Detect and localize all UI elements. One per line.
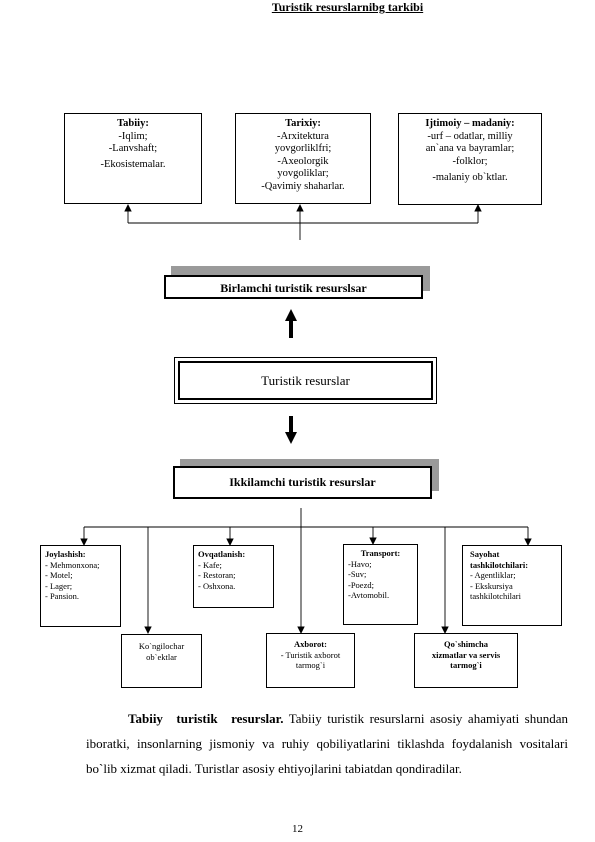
axborot-line: tarmog`i [295,660,326,670]
ijtimoiy-line: -urf – odatlar, milliy [427,130,513,142]
box-ijtimoiy: Ijtimoiy – madaniy: -urf – odatlar, mill… [398,113,542,205]
box-ovqatlanish: Ovqatlanish: - Kafe; - Restoran; - Oshxo… [193,545,274,608]
box-birlamchi: Birlamchi turistik resurslsar [164,275,423,299]
box-tarixiy: Tarixiy: -Arxitektura yovgorliklfri; -Ax… [235,113,371,204]
diagram-title: Turistik resurslarnibg tarkibi [271,0,424,14]
box-axborot: Axborot: - Turistik axborot tarmog`i [266,633,355,688]
tarixiy-line: yovgoliklar; [277,168,329,179]
transport-line: -Avtomobil. [348,590,390,600]
sayohat-heading: Sayohat tashkilotchilari: [470,549,529,570]
ovqatlanish-line: - Kafe; [198,559,222,570]
birlamchi-label: Birlamchi turistik resurslsar [220,281,367,295]
box-qoshimcha: Qo`shimcha xizmatlar va servis tarmog`i [414,633,518,688]
box-kongilochar: Ko`ngilochar ob`ektlar [121,634,202,688]
joylashish-heading: Joylashish: [45,549,86,559]
tabiiy-line: -Lanvshaft; [108,143,158,154]
ovqatlanish-heading: Ovqatlanish: [198,549,246,559]
paragraph-text: Tabiiy turistik resurslarni asosiy ahami… [86,711,568,776]
tarixiy-line: yovgorliklfri; [274,143,332,154]
turistik-resurslar-label: Turistik resurslar [261,372,350,388]
joylashish-line: - Mehmonxona; [45,559,100,570]
sayohat-line: - Ekskursiya [470,580,513,591]
transport-line: -Poezd; [348,579,374,590]
axborot-heading: Axborot: [294,639,327,649]
tabiiy-heading: Tabiiy: [117,118,149,129]
ikkilamchi-label: Ikkilamchi turistik resurslar [229,475,376,489]
qoshimcha-line: Qo`shimcha [444,639,488,649]
box-ikkilamchi: Ikkilamchi turistik resurslar [173,466,432,499]
joylashish-line: - Motel; [45,570,73,580]
joylashish-line: - Pansion. [45,591,79,601]
sayohat-line: - Agentliklar; [470,570,516,580]
body-paragraph: Tabiiy turistik resurslar. Tabiiy turist… [86,706,568,781]
kongilochar-line: ob`ektlar [146,651,177,662]
box-transport: Transport: -Havo; -Suv; -Poezd; -Avtomob… [343,544,418,625]
ijtimoiy-line: -folklor; [452,155,488,167]
qoshimcha-line: xizmatlar va servis [431,649,501,660]
page-number: 12 [292,823,303,835]
tarixiy-heading: Tarixiy: [285,118,321,129]
qoshimcha-line: tarmog`i [450,660,482,670]
tarixiy-line: -Axeolorgik [277,155,329,167]
sayohat-line: tashkilotchilari [470,591,521,601]
transport-line: -Havo; [348,558,372,569]
tabiiy-line: -Iqlim; [118,130,148,142]
tarixiy-line: -Qavimiy shaharlar. [261,180,345,192]
paragraph-heading: Tabiiy turistik resurslar. [128,711,284,726]
ovqatlanish-line: - Oshxona. [198,580,236,591]
box-turistik-resurslar: Turistik resurslar [174,357,437,404]
joylashish-line: - Lager; [45,580,73,591]
box-tabiiy: Tabiiy: -Iqlim; -Lanvshaft; -Ekosistemal… [64,113,202,204]
tabiiy-line: -Ekosistemalar. [100,158,166,170]
box-sayohat: Sayohat tashkilotchilari: - Agentliklar;… [462,545,562,626]
tarixiy-line: -Arxitektura [277,130,329,142]
kongilochar-line: Ko`ngilochar [138,641,185,651]
ovqatlanish-line: - Restoran; [198,570,236,580]
transport-line: -Suv; [348,569,367,579]
ijtimoiy-heading: Ijtimoiy – madaniy: [425,118,515,129]
ijtimoiy-line: an`ana va bayramlar; [425,143,515,154]
axborot-line: - Turistik axborot [280,649,341,660]
transport-heading: Transport: [360,548,401,558]
ijtimoiy-line: -malaniy ob`ktlar. [432,172,508,183]
box-joylashish: Joylashish: - Mehmonxona; - Motel; - Lag… [40,545,121,627]
